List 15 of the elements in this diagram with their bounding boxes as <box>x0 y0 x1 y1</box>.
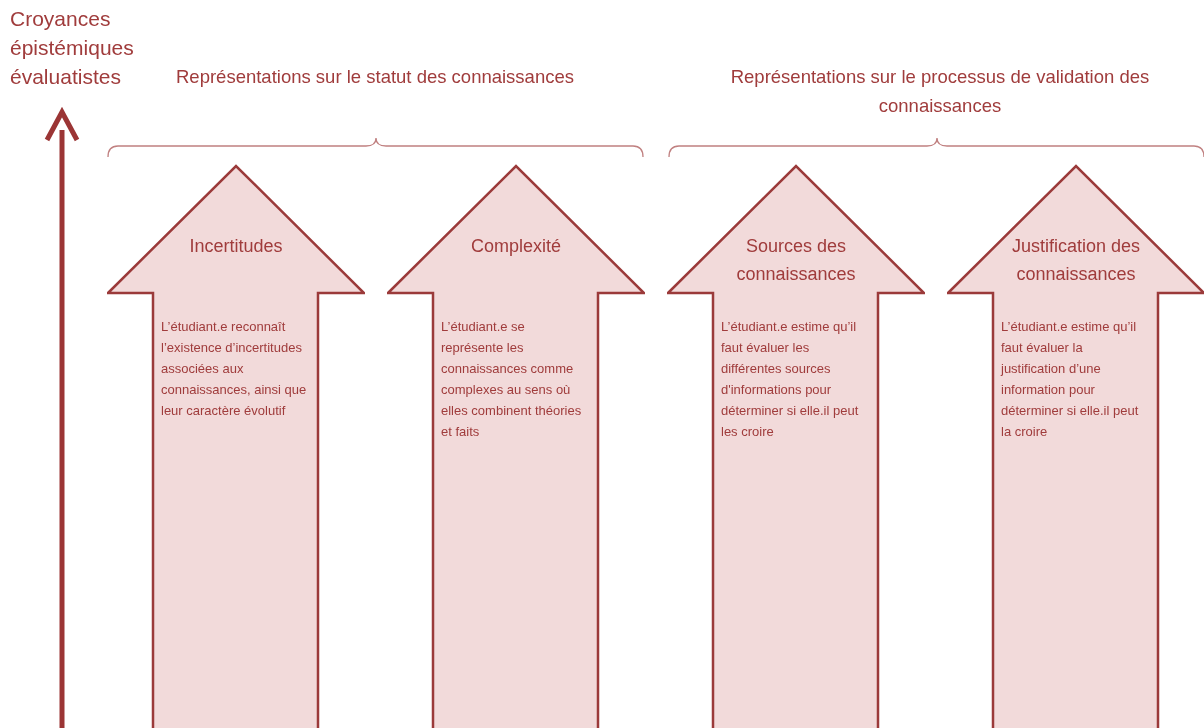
description-text: L’étudiant.e estime qu’il faut évaluer la justification d’une information pour déterminer si elle.il peut la croire <box>1001 318 1140 441</box>
up-arrow-shape <box>107 164 365 728</box>
description-text: L’étudiant.e reconnaît l’existence d’incertitudes associées aux connaissances, ainsi que leur caractère évolutif <box>161 318 308 420</box>
group-heading: Représentations sur le processus de validation des connaissances <box>729 65 1151 118</box>
group-heading: Représentations sur le statut des connaissances <box>175 65 575 89</box>
description-text: L’étudiant.e se représente les connaissances comme complexes au sens où elles combinent théories et faits <box>441 318 583 441</box>
arrow-heading: Sources des connaissances <box>735 235 857 286</box>
axis-title: Croyances épistémiques évaluatistes <box>10 6 135 90</box>
up-arrow-shape <box>387 164 645 728</box>
arrow-heading: Incertitudes <box>188 235 284 258</box>
description-text: L’étudiant.e estime qu’il faut évaluer les différentes sources d'informations pour déterminer si elle.il peut les croire <box>721 318 860 441</box>
up-arrow-shape <box>947 164 1204 728</box>
arrow-heading: Justification des connaissances <box>1010 235 1142 286</box>
arrow-heading: Complexité <box>469 235 562 258</box>
up-arrow-shape <box>667 164 925 728</box>
